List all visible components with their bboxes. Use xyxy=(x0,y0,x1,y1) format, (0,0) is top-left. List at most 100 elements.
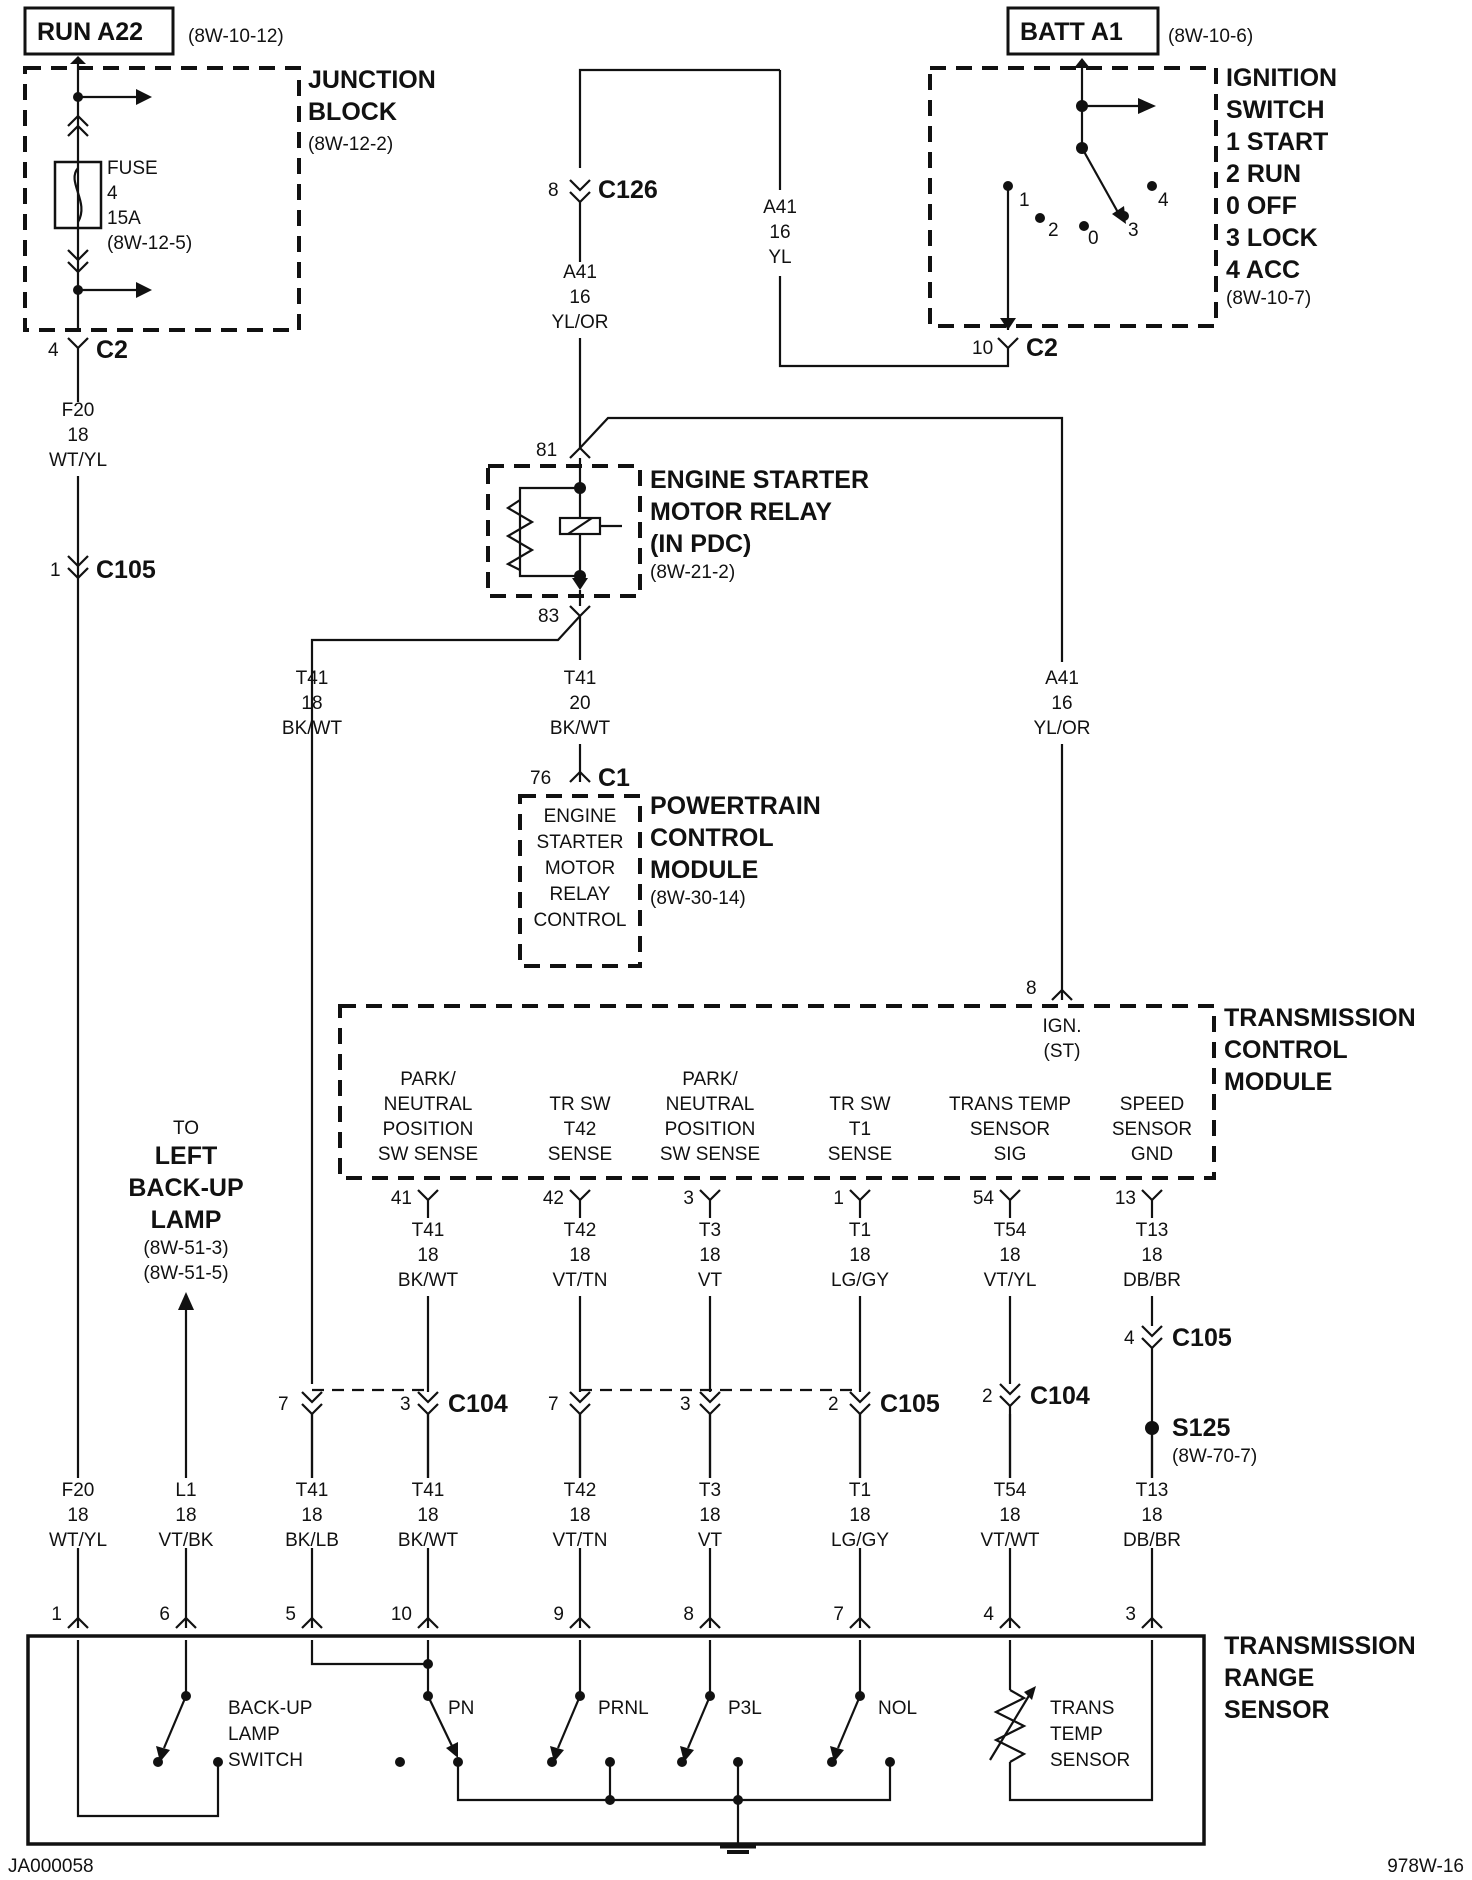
tcm-pin: 3 xyxy=(683,1188,694,1209)
fuse-label: FUSE xyxy=(107,158,158,179)
relay-ref: (8W-21-2) xyxy=(650,562,735,583)
c105-t13-pin: 4 xyxy=(1124,1328,1135,1349)
transmission-range-sensor: TRANSMISSION RANGE SENSOR BACK-UP LAMP S… xyxy=(26,1632,1416,1854)
temp-sensor-1: TRANS xyxy=(1050,1698,1114,1719)
tcm-ign-pin: 8 xyxy=(1026,978,1037,999)
tcm-input-label: PARK/ xyxy=(400,1069,456,1090)
pcm-inner-3: MOTOR xyxy=(545,858,615,879)
s125-name: S125 xyxy=(1172,1414,1230,1442)
backup-switch-2: LAMP xyxy=(228,1724,280,1745)
tcm-wire-label: 18 xyxy=(1141,1245,1162,1266)
c104-left-pin-a: 7 xyxy=(278,1394,289,1415)
bottom-wire-label: WT/YL xyxy=(49,1530,107,1551)
batt-a1-source: BATT A1 (8W-10-6) xyxy=(1006,6,1253,56)
a41-tcm-id: A41 xyxy=(1045,668,1079,689)
bottom-wire-label: F20 xyxy=(62,1480,95,1501)
bottom-wire-label: 18 xyxy=(569,1505,590,1526)
bottom-wire-label: VT xyxy=(698,1530,723,1551)
relay-pin-83: 83 xyxy=(538,606,559,627)
tcm-wire-label: VT/TN xyxy=(553,1270,608,1291)
tcm-input-label: SIG xyxy=(994,1144,1027,1165)
bottom-wire-label: 18 xyxy=(67,1505,88,1526)
f20-top-gauge: 18 xyxy=(67,425,88,446)
tcm-wire-label: DB/BR xyxy=(1123,1270,1181,1291)
pcm-title-1: POWERTRAIN xyxy=(650,792,821,820)
range-sensor-pin: 8 xyxy=(683,1604,694,1625)
tcm-input-label: NEUTRAL xyxy=(666,1094,755,1115)
a41-tcm-color: YL/OR xyxy=(1033,718,1090,739)
tcm-wire-label: VT/YL xyxy=(984,1270,1037,1291)
footer-left-code: JA000058 xyxy=(8,1856,94,1877)
tcm-wire-label: T42 xyxy=(564,1220,597,1241)
ign-pos-1: 1 xyxy=(1019,190,1030,211)
backup-lamp-backup: BACK-UP xyxy=(128,1174,243,1202)
wire-t41-from-relay: T41 18 BK/WT T41 20 BK/WT xyxy=(282,615,611,1384)
c2-right-pin: 10 xyxy=(972,338,993,359)
bottom-wire-label: VT/WT xyxy=(980,1530,1039,1551)
tcm-input-label: POSITION xyxy=(665,1119,756,1140)
a41-ign-gauge: 16 xyxy=(769,222,790,243)
tcm-wire-label: BK/WT xyxy=(398,1270,459,1291)
t41-pcm-gauge: 20 xyxy=(569,693,590,714)
backup-switch-3: SWITCH xyxy=(228,1750,303,1771)
range-sensor-pin: 1 xyxy=(51,1604,62,1625)
ign-title-1: IGNITION xyxy=(1226,64,1337,92)
tcm-input-label: SENSOR xyxy=(970,1119,1050,1140)
tcm-ign-2: (ST) xyxy=(1044,1041,1081,1062)
pcm-title-2: CONTROL xyxy=(650,824,774,852)
t41-pcm-id: T41 xyxy=(564,668,597,689)
pcm-inner-4: RELAY xyxy=(550,884,611,905)
tcm-wire-label: 18 xyxy=(849,1245,870,1266)
tcm-input-label: TR SW xyxy=(829,1094,890,1115)
tcm-input-label: SENSOR xyxy=(1112,1119,1192,1140)
tcm-input-label: T42 xyxy=(564,1119,597,1140)
backup-lamp-ref-1: (8W-51-3) xyxy=(143,1238,228,1259)
relay-title-3: (IN PDC) xyxy=(650,530,751,558)
bottom-wire-label: VT/BK xyxy=(159,1530,214,1551)
c2-left-name: C2 xyxy=(96,336,128,364)
c2-right-name: C2 xyxy=(1026,334,1058,362)
a41-tcm-gauge: 16 xyxy=(1051,693,1072,714)
tcm-input-label: SENSE xyxy=(548,1144,612,1165)
bottom-wire-label: LG/GY xyxy=(831,1530,889,1551)
splice-s125: S125 (8W-70-7) xyxy=(1145,1414,1257,1467)
a41-ign-color: YL xyxy=(768,247,791,268)
transmission-control-module: IGN. (ST) TRANSMISSION CONTROL MODULE xyxy=(338,1004,1416,1180)
ground-symbol-icon xyxy=(720,1843,756,1854)
t41-left-color: BK/WT xyxy=(282,718,343,739)
wire-a41-tcm: A41 16 YL/OR 8 xyxy=(1026,662,1094,1001)
backup-switch-blade xyxy=(162,1695,188,1749)
footer-right-code: 978W-16 xyxy=(1387,1856,1464,1877)
pcm-pin: 76 xyxy=(530,768,551,789)
t41-pcm-color: BK/WT xyxy=(550,718,611,739)
bottom-wire-label: T13 xyxy=(1136,1480,1169,1501)
junction-block-title-2: BLOCK xyxy=(308,98,397,126)
bottom-wire-label: 18 xyxy=(417,1505,438,1526)
bottom-wire-label: BK/LB xyxy=(285,1530,339,1551)
junction-block: JUNCTION BLOCK (8W-12-2) FUSE 4 15A (8W-… xyxy=(23,56,436,332)
trs-title-3: SENSOR xyxy=(1224,1696,1330,1724)
tcm-input-label: SPEED xyxy=(1120,1094,1184,1115)
junction-block-ref: (8W-12-2) xyxy=(308,134,393,155)
tcm-input-label: NEUTRAL xyxy=(384,1094,473,1115)
bottom-wire-labels: F2018WT/YL1L118VT/BK6T4118BK/LB5T4118BK/… xyxy=(38,1348,1192,1629)
tcm-wire-label: 18 xyxy=(417,1245,438,1266)
relay-pin-81: 81 xyxy=(536,440,557,461)
tcm-wire-label: 18 xyxy=(699,1245,720,1266)
ign-ref: (8W-10-7) xyxy=(1226,288,1311,309)
tcm-title-3: MODULE xyxy=(1224,1068,1332,1096)
range-sensor-pin: 5 xyxy=(285,1604,296,1625)
connector-c2-right: 10 C2 xyxy=(972,334,1058,362)
connector-c126: 8 C126 A41 16 YL/OR xyxy=(548,176,658,448)
thermistor-icon xyxy=(993,1689,1027,1763)
ign-title-4: 2 RUN xyxy=(1226,160,1301,188)
tcm-title-2: CONTROL xyxy=(1224,1036,1348,1064)
tcm-wire-label: T13 xyxy=(1136,1220,1169,1241)
tcm-input-label: SW SENSE xyxy=(378,1144,478,1165)
powertrain-control-module: 76 C1 ENGINE STARTER MOTOR RELAY CONTROL… xyxy=(518,764,821,968)
